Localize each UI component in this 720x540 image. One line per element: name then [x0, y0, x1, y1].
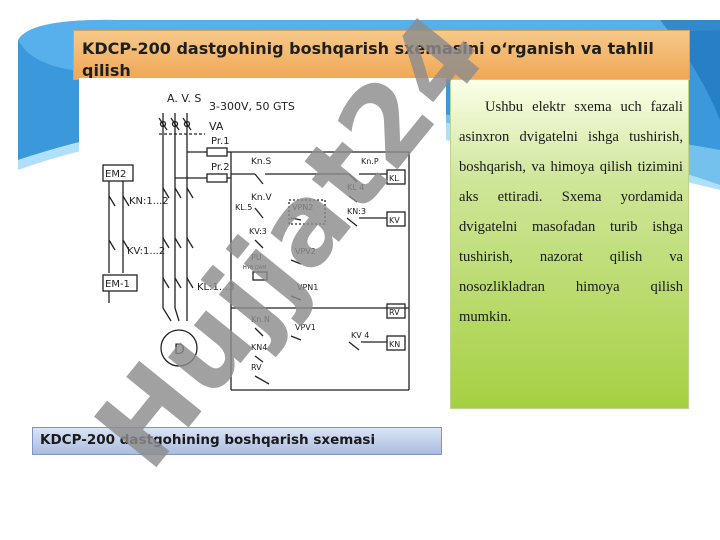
diagram-caption-box: KDCP-200 dastgohining boshqarish sxemasi	[32, 427, 442, 455]
circuit-diagram-panel: A. V. S 3-300V, 50 GTS VA D KL:1...3 EM2…	[79, 78, 446, 408]
diagram-caption: KDCP-200 dastgohining boshqarish sxemasi	[40, 432, 376, 448]
label-pr1: Pr.1	[211, 136, 230, 147]
label-pu-sub: HYB QAM	[243, 265, 267, 271]
label-knn: Kn.N	[251, 315, 270, 324]
label-kn4: KN4	[251, 343, 267, 352]
label-coil-rv: RV	[389, 308, 400, 317]
label-kn3: KN:3	[347, 207, 366, 216]
label-vpn1: VPN1	[297, 283, 318, 292]
circuit-diagram: A. V. S 3-300V, 50 GTS VA D KL:1...3 EM2…	[102, 92, 410, 391]
label-kn12: KN:1...2	[129, 196, 169, 207]
label-rv: RV	[251, 363, 262, 372]
label-kns: Kn.S	[251, 157, 271, 167]
description-text: Ushbu elektr sxema uch fazali asinxron d…	[459, 99, 683, 325]
label-em1: EM-1	[105, 279, 130, 290]
label-vpn2: VPN2	[292, 203, 313, 212]
label-pr2: Pr.2	[211, 162, 230, 173]
slide-title: KDCP-200 dastgohinig boshqarish sxemasin…	[82, 39, 654, 80]
label-kv12: KV:1...2	[127, 246, 165, 257]
motor-symbol	[160, 329, 198, 367]
label-em2: EM2	[105, 169, 126, 180]
slide-title-box: KDCP-200 dastgohinig boshqarish sxemasin…	[73, 30, 690, 80]
label-knp: Kn.P	[361, 157, 379, 166]
label-motor: D	[174, 342, 185, 358]
label-coil-kv: KV	[389, 216, 400, 225]
label-vpv1: VPV1	[295, 323, 316, 332]
label-knv: Kn.V	[251, 193, 272, 203]
description-panel: Ushbu elektr sxema uch fazali asinxron d…	[450, 79, 689, 409]
label-kv3: KV:3	[249, 227, 267, 236]
label-kl5: KL.5	[235, 203, 252, 212]
label-phases: A. V. S	[167, 92, 201, 105]
label-kv4: KV 4	[351, 331, 369, 340]
label-coil-kl: KL	[389, 174, 399, 183]
label-coil-kn: KN	[389, 340, 400, 349]
label-supply: 3-300V, 50 GTS	[209, 100, 295, 113]
label-va: VA	[209, 120, 224, 133]
label-kl4: KL 4	[347, 183, 364, 192]
label-vpv2: VPV2	[295, 247, 316, 256]
label-pu: PU	[251, 253, 262, 262]
label-kl13: KL:1...3	[197, 282, 235, 293]
